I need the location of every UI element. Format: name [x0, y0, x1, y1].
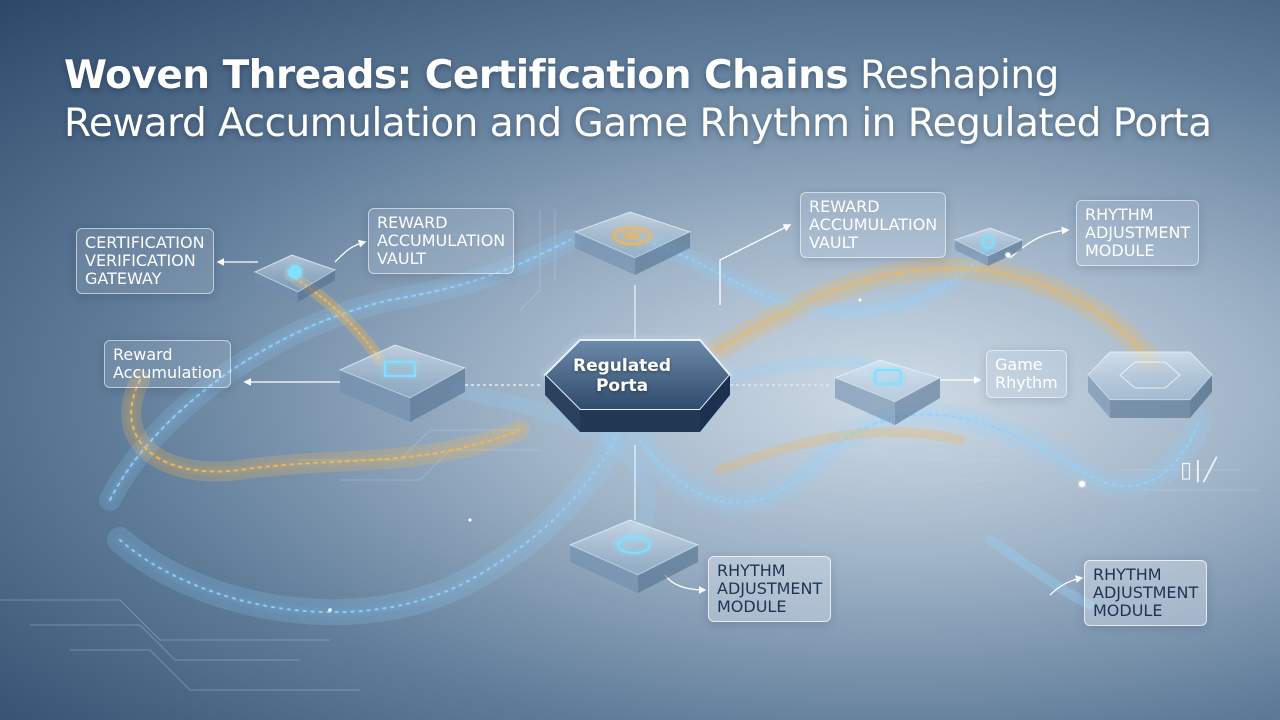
label-line: RHYTHM: [717, 561, 786, 580]
label-line: REWARD: [377, 213, 448, 232]
label-line: Accumulation: [113, 363, 223, 382]
label-line: GATEWAY: [85, 269, 162, 288]
node-game-rhythm: [833, 359, 942, 425]
label-line: RHYTHM: [1085, 205, 1154, 224]
label-line: CERTIFICATION: [85, 233, 205, 252]
label-line: Game: [995, 355, 1043, 374]
label-reward-vault-right: REWARD ACCUMULATION VAULT: [800, 192, 947, 258]
label-line: ACCUMULATION: [377, 231, 506, 250]
label-rhythm-bottom-right: RHYTHM ADJUSTMENT MODULE: [1084, 560, 1208, 626]
hub-connectors: [465, 285, 830, 520]
corner-glyph-icon: ▯|╱: [1180, 458, 1219, 483]
label-line: Rhythm: [995, 373, 1058, 392]
label-reward-accumulation: Reward Accumulation: [104, 340, 232, 388]
label-line: MODULE: [1093, 601, 1163, 620]
node-reward-left: [338, 344, 467, 422]
node-cert-gateway: [253, 254, 337, 302]
hub-label-line2: Porta: [595, 376, 649, 396]
node-rhythm-top: [953, 227, 1024, 266]
label-reward-vault-left: REWARD ACCUMULATION VAULT: [368, 208, 515, 274]
label-line: RHYTHM: [1093, 565, 1162, 584]
title-bold-part: Woven Threads: Certification Chains: [64, 53, 849, 98]
label-line: Reward: [113, 345, 173, 364]
label-line: ADJUSTMENT: [1085, 223, 1191, 242]
label-rhythm-top: RHYTHM ADJUSTMENT MODULE: [1076, 200, 1200, 266]
hub-node: [543, 339, 732, 432]
label-cert-gateway: CERTIFICATION VERIFICATION GATEWAY: [76, 228, 214, 294]
hub-label: Regulated Porta: [560, 356, 684, 396]
label-line: ADJUSTMENT: [1093, 583, 1199, 602]
label-line: VAULT: [377, 249, 427, 268]
sparkles: [328, 252, 1085, 612]
hub-label-line1: Regulated: [572, 356, 671, 376]
label-line: MODULE: [717, 597, 787, 616]
page-title: Woven Threads: Certification Chains Resh…: [64, 52, 1212, 148]
label-line: ADJUSTMENT: [717, 579, 823, 598]
title-line2: Reward Accumulation and Game Rhythm in R…: [64, 101, 1212, 146]
circuit-traces: [0, 210, 1260, 691]
label-line: MODULE: [1085, 241, 1155, 260]
node-rhythm-bottom: [568, 519, 700, 593]
label-line: ACCUMULATION: [809, 215, 938, 234]
label-line: VAULT: [809, 233, 859, 252]
node-right-hex: [1087, 351, 1213, 418]
label-line: VERIFICATION: [85, 251, 196, 270]
node-vault-top: [573, 211, 692, 275]
label-line: REWARD: [809, 197, 880, 216]
title-rest-part: Reshaping: [848, 53, 1059, 98]
label-rhythm-bottom-center: RHYTHM ADJUSTMENT MODULE: [708, 556, 832, 622]
label-game-rhythm: Game Rhythm: [986, 350, 1067, 398]
